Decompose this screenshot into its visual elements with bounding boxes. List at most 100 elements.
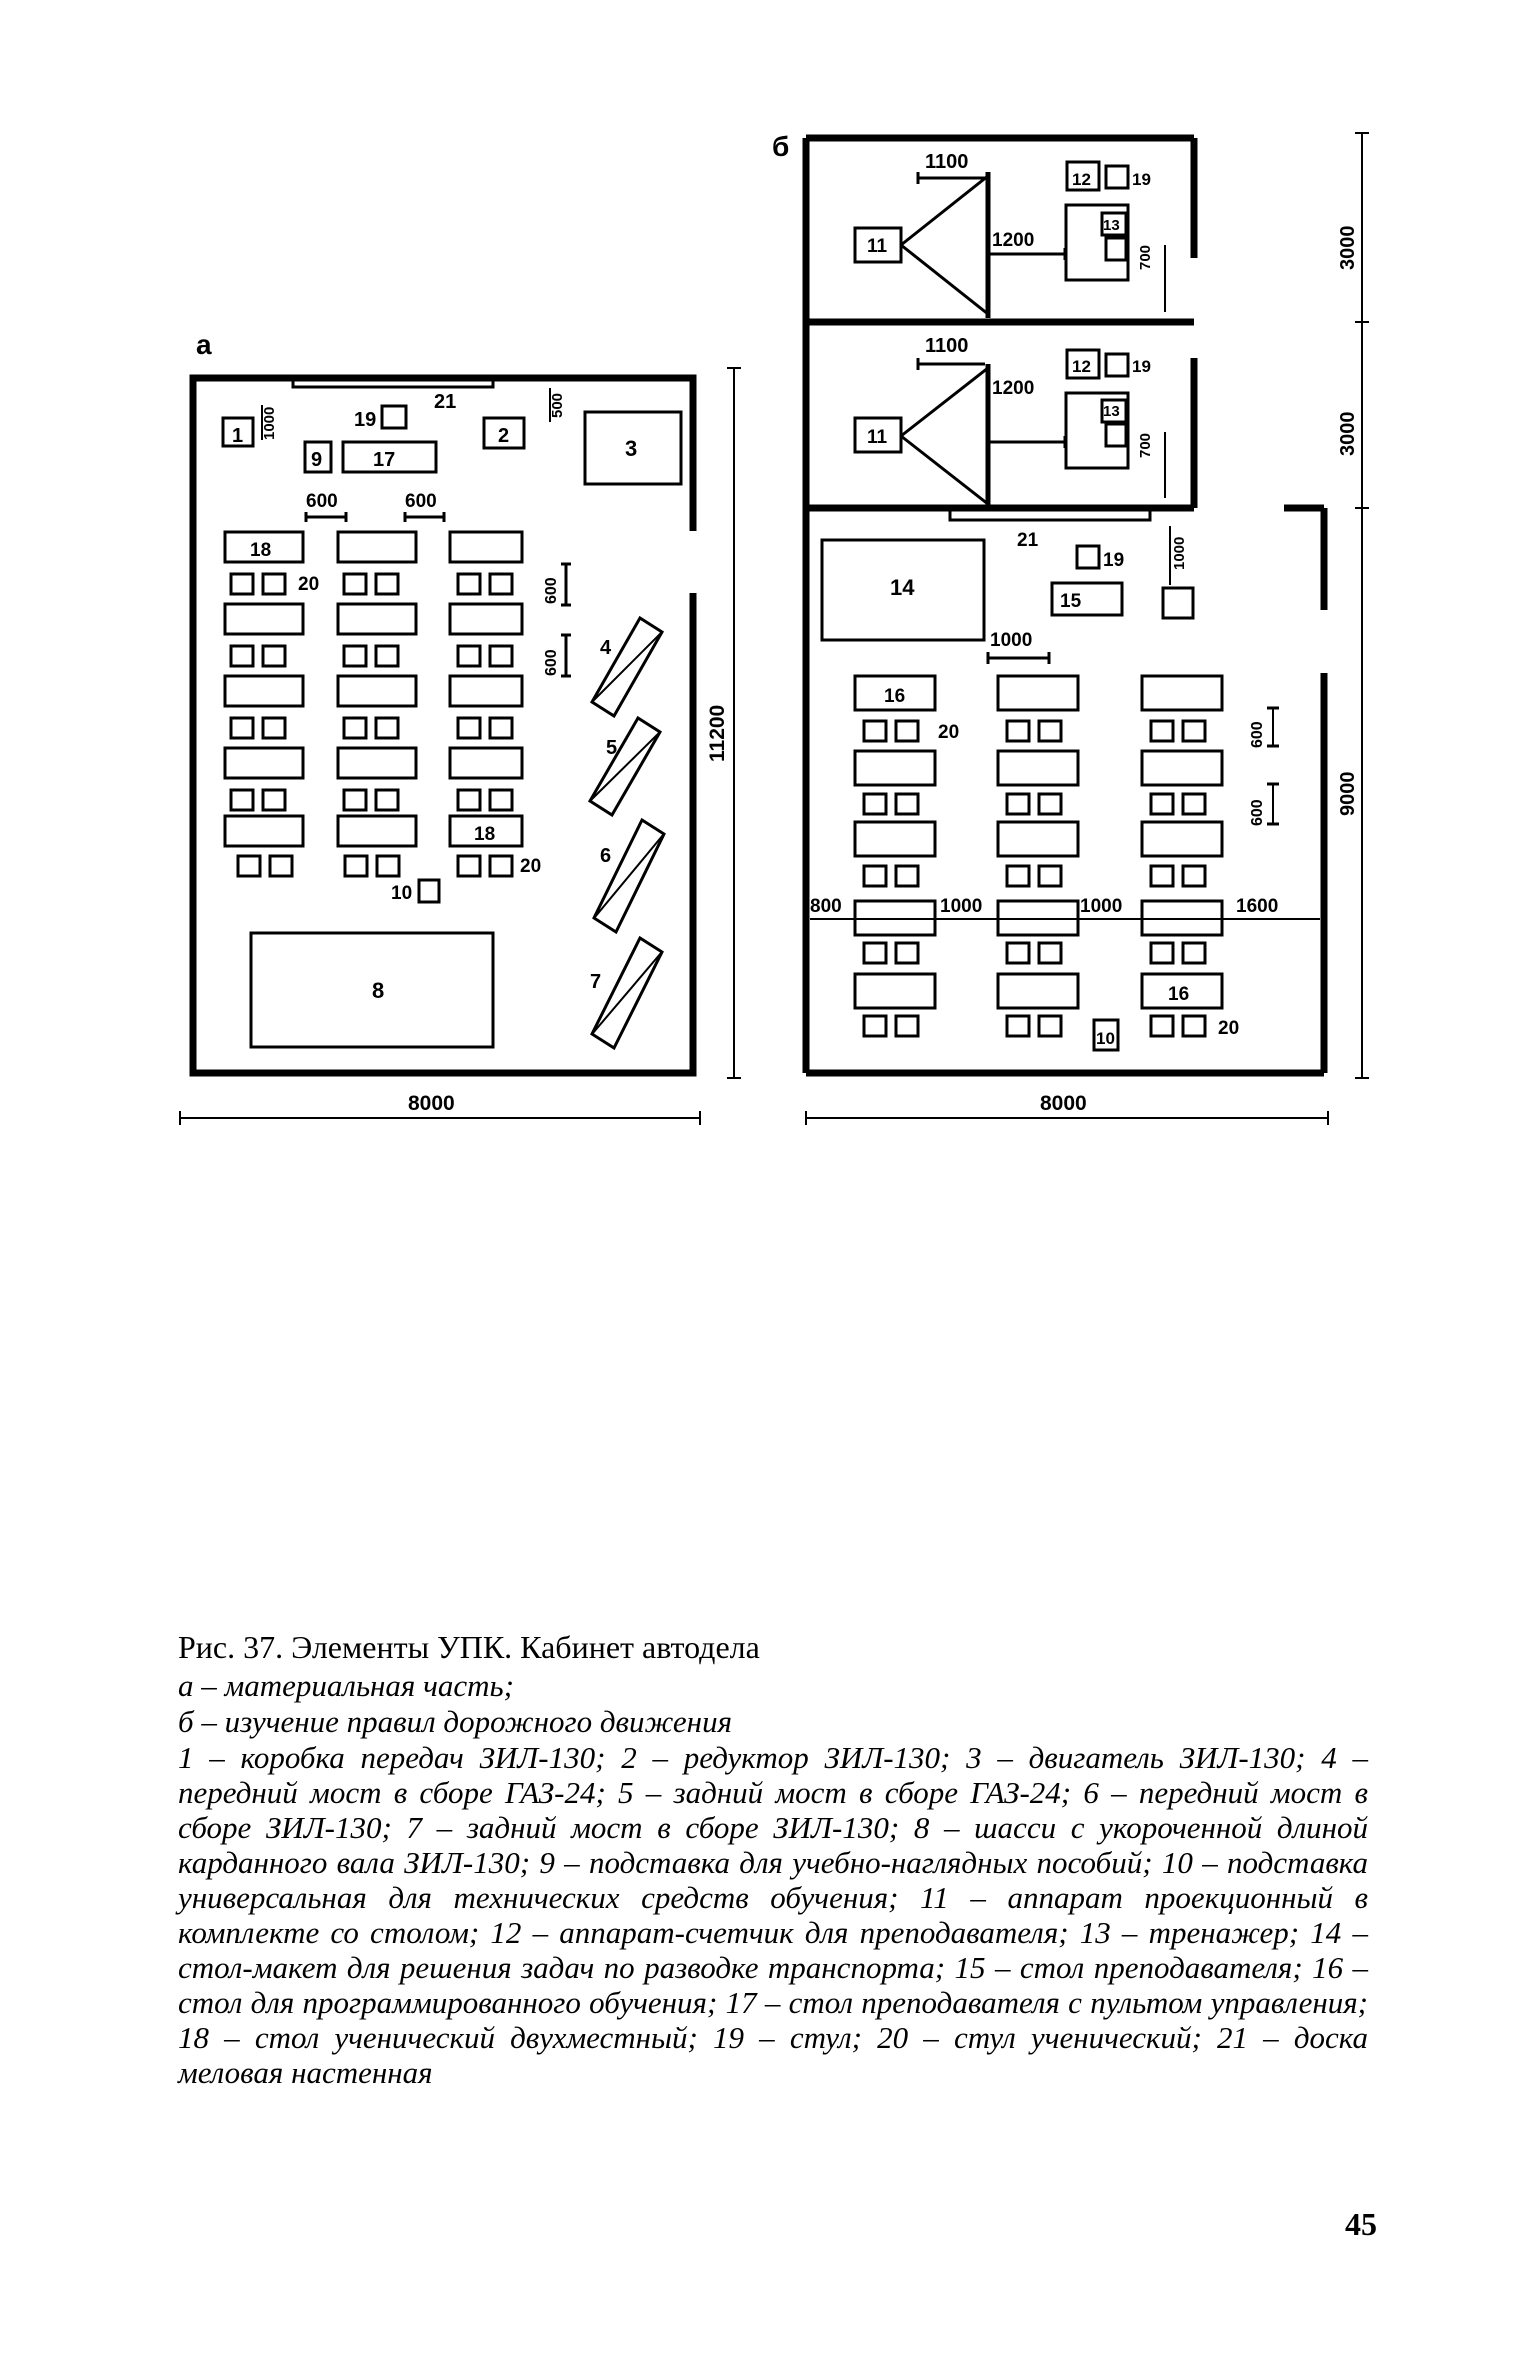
plan-a-n20b: 20 <box>520 856 541 877</box>
plan-a-n7: 7 <box>590 971 601 993</box>
plan-b-booth2-n11: 11 <box>867 427 888 448</box>
plan-a-n1: 1 <box>232 425 243 447</box>
plan-a-n10: 10 <box>391 883 412 904</box>
plan-b-n16b: 16 <box>1168 984 1189 1005</box>
plan-b-booth1-d1100: 1100 <box>925 151 968 173</box>
plan-b-d1000v: 1000 <box>1171 537 1188 570</box>
plan-b-n20a: 20 <box>938 722 959 743</box>
plan-b-n16a: 16 <box>884 686 905 707</box>
plan-a-d500: 500 <box>549 393 566 418</box>
plan-b-n10: 10 <box>1096 1029 1115 1048</box>
plan-a-d600b: 600 <box>405 491 437 512</box>
plan-b-n14: 14 <box>890 575 915 600</box>
plan-b-booth1-item-12 <box>1065 160 1101 192</box>
plan-a-blackboard <box>291 380 495 389</box>
plan-b-room-dim-2: 3000 <box>1337 412 1359 457</box>
plan-b-n21: 21 <box>1017 530 1039 551</box>
plan-a-item-9 <box>303 440 333 474</box>
plan-a-n18a: 18 <box>250 540 271 561</box>
plan-a-d600d: 600 <box>543 649 560 676</box>
plan-b-booth2-item-13 <box>1064 391 1130 470</box>
plan-b-n15: 15 <box>1060 591 1082 612</box>
plan-b-booth1-d700: 700 <box>1137 245 1154 270</box>
plan-b-booth-1 <box>853 160 1166 318</box>
plan-b-booth2-item-12 <box>1065 348 1101 380</box>
plan-a-item-3 <box>583 410 683 486</box>
plan-a-n19: 19 <box>354 409 376 431</box>
plan-b-n20b: 20 <box>1218 1018 1239 1039</box>
plan-a-n18b: 18 <box>474 824 495 845</box>
plan-b-booth-2 <box>853 348 1166 508</box>
plan-a-n20a: 20 <box>298 574 319 595</box>
plan-a-height-dim: 11200 <box>706 705 729 762</box>
plan-b-booth1-n19: 19 <box>1132 170 1151 189</box>
plan-b-room-dim-1: 3000 <box>1337 226 1359 271</box>
plan-a <box>179 367 741 1125</box>
plan-a-item-2 <box>482 416 526 450</box>
plan-a-item-17 <box>341 440 438 474</box>
plan-b-d1600: 1600 <box>1236 896 1278 917</box>
caption-sub-b: б – изучение правил дорожного движения <box>178 1704 732 1739</box>
plan-a-n17: 17 <box>373 449 395 471</box>
plan-b-item-15 <box>1050 581 1124 617</box>
floor-plans-figure: а 1 19 21 9 17 2 3 600 600 1000 500 18 2… <box>179 131 1369 1125</box>
plan-b-booth2-d700: 700 <box>1137 433 1154 458</box>
plan-b-d800: 800 <box>810 896 842 917</box>
plan-b-n19: 19 <box>1103 550 1124 571</box>
caption-title: Рис. 37. Элементы УПК. Кабинет автодела <box>178 1629 760 1665</box>
plan-b-width-dim: 8000 <box>1040 1092 1087 1115</box>
plan-a-labels: а 1 19 21 9 17 2 3 600 600 1000 500 18 2… <box>196 329 729 1115</box>
plan-b-item-14 <box>820 538 986 642</box>
plan-a-n8: 8 <box>372 978 384 1003</box>
plan-a-n4: 4 <box>600 637 612 659</box>
plan-a-n9: 9 <box>311 449 322 471</box>
plan-b-booth1-n11: 11 <box>867 236 888 257</box>
plan-b-label: б <box>772 131 789 162</box>
plan-a-item-1 <box>221 416 255 448</box>
plan-a-desk-18b <box>448 814 524 848</box>
plan-a-d600a: 600 <box>306 491 338 512</box>
plan-b-booth2-d1100: 1100 <box>925 335 968 357</box>
plan-b-booth2-n13: 13 <box>1103 403 1120 420</box>
plan-b-booth2-n19: 19 <box>1132 357 1151 376</box>
plan-b-booth1-d1200: 1200 <box>992 230 1034 251</box>
plan-a-chair-19 <box>380 404 408 430</box>
plan-a-item-8 <box>249 931 495 1049</box>
plan-b-booth2-chair-19 <box>1104 352 1130 378</box>
plan-b-d1000a: 1000 <box>940 896 982 917</box>
plan-b-blackboard <box>948 510 1152 522</box>
plan-a-label: а <box>196 329 212 360</box>
caption-sub-a: а – материальная часть; <box>178 1668 514 1703</box>
plan-b-desk-16b <box>1140 972 1224 1010</box>
plan-b-booth1-item-13 <box>1064 203 1130 282</box>
plan-b-booth2-n12: 12 <box>1072 357 1091 376</box>
page-number: 45 <box>1345 2206 1377 2242</box>
plan-a-axles <box>587 615 666 1051</box>
plan-a-width-dim: 8000 <box>408 1092 455 1115</box>
plan-b-main-room <box>810 510 1320 1052</box>
plan-a-n21: 21 <box>434 391 456 413</box>
plan-a-desk-grid <box>223 530 524 878</box>
plan-b-d600a: 600 <box>1249 721 1266 748</box>
plan-b-booth2-d1200: 1200 <box>992 378 1034 399</box>
plan-b-d600b: 600 <box>1249 799 1266 826</box>
plan-b-labels: б 1100 11 1200 12 19 13 700 1100 11 1200… <box>772 131 1359 1115</box>
plan-a-walls <box>189 374 697 1077</box>
plan-a-desk-18 <box>223 530 305 564</box>
plan-b-d1000b: 1000 <box>1080 896 1122 917</box>
plan-b-booth1-chair-19 <box>1104 164 1130 190</box>
plan-a-n3: 3 <box>625 436 637 461</box>
caption-legend: 1 – коробка передач ЗИЛ-130; 2 – редукто… <box>178 1740 1368 2090</box>
plan-b-desk-16 <box>853 674 937 712</box>
plan-b-item-10 <box>1092 1018 1120 1052</box>
plan-a-item-10 <box>417 878 441 904</box>
plan-a-n2: 2 <box>498 425 509 447</box>
plan-a-d600c: 600 <box>543 577 560 604</box>
plan-b-booth1-n12: 12 <box>1072 170 1091 189</box>
plan-b <box>802 132 1369 1125</box>
plan-a-n6: 6 <box>600 845 611 867</box>
plan-a-n5: 5 <box>606 737 617 759</box>
plan-b-booth1-n13: 13 <box>1103 217 1120 234</box>
plan-b-chair-19 <box>1075 544 1101 570</box>
plan-a-d1000: 1000 <box>261 407 278 440</box>
